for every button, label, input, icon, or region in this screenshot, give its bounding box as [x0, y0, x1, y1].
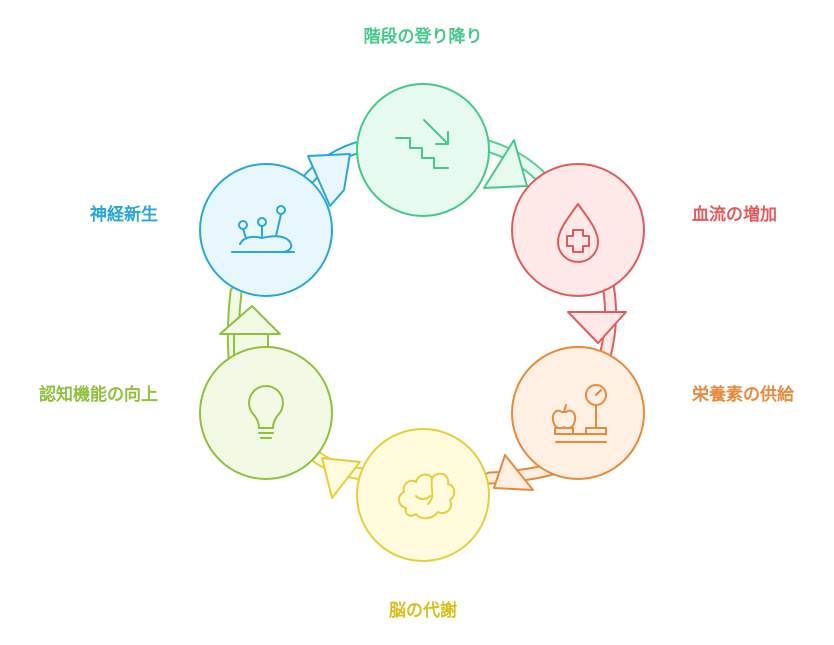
node-cognitive: [199, 346, 333, 480]
cycle-nodes: [199, 83, 645, 562]
label-blood: 血流の増加: [692, 204, 777, 225]
arrow-cognitive-to-neuro: [219, 285, 281, 365]
label-cognitive: 認知機能の向上: [39, 384, 158, 405]
neurons-icon: [231, 205, 295, 253]
label-nutrient: 栄養素の供給: [691, 384, 795, 405]
brain-icon: [398, 472, 456, 520]
node-brain: [356, 428, 490, 562]
label-neuro: 神経新生: [90, 204, 158, 225]
label-stairs: 階段の登り降り: [364, 26, 483, 47]
lightbulb-icon: [248, 385, 284, 439]
label-brain: 脳の代謝: [389, 600, 457, 621]
scale-apple-icon: [551, 384, 607, 443]
stairs-down-icon: [395, 119, 449, 169]
stage-labels: 階段の登り降り 血流の増加 栄養素の供給 脳の代謝 認知機能の向上 神経新生: [39, 26, 795, 621]
node-nutrient: [511, 346, 645, 480]
blood-drop-plus-icon: [557, 203, 599, 263]
arrow-blood-to-nutrient: [567, 278, 627, 359]
node-neuro: [199, 163, 333, 297]
arrow-stairs-to-blood: [481, 139, 547, 189]
